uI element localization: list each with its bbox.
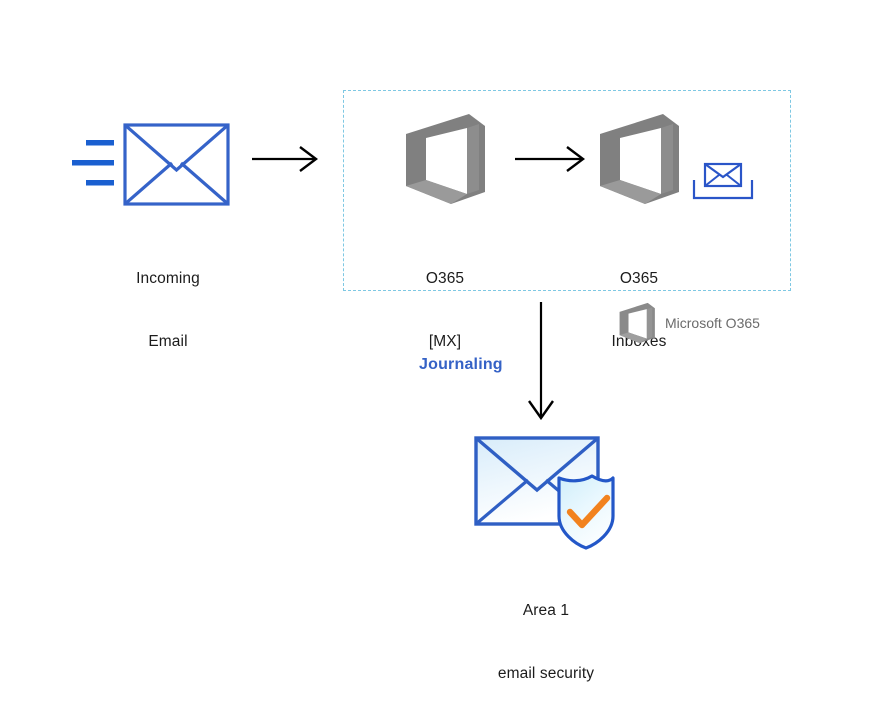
arrow-incoming-to-o365mx [252, 145, 320, 173]
legend-microsoft-o365: Microsoft O365 [618, 302, 760, 344]
area1-label-line1: Area 1 [522, 602, 570, 619]
incoming-email-label-line2: Email [148, 333, 188, 350]
o365-inboxes-label-line1: O365 [619, 270, 659, 287]
o365-inboxes-node [598, 112, 680, 206]
envelope-shield-check-icon [474, 436, 615, 550]
incoming-email-node [72, 118, 232, 210]
office-365-portal-icon [406, 114, 485, 204]
arrow-o365mx-to-inboxes [515, 145, 587, 173]
o365-mx-label-line2: [MX] [428, 333, 462, 350]
inbox-tray-envelope-icon [692, 160, 754, 202]
o365-mx-label-line1: O365 [425, 270, 465, 287]
o365-mx-node [404, 112, 486, 206]
diagram-canvas: Incoming Email O365 [MX] [72, 90, 791, 682]
incoming-email-label-line1: Incoming [136, 270, 200, 287]
envelope-with-speed-lines-icon [72, 123, 230, 206]
office-365-portal-icon [600, 114, 679, 204]
o365-dashed-boundary [343, 90, 791, 291]
journaling-label: Journaling [419, 356, 503, 373]
area1-node [470, 432, 635, 550]
legend-label: Microsoft O365 [665, 315, 760, 331]
area1-label-line2: email security [497, 665, 595, 682]
office-365-portal-icon [619, 302, 655, 344]
o365-mx-label: O365 [MX] [365, 226, 525, 394]
incoming-email-label: Incoming Email [88, 226, 248, 394]
area1-label: Area 1 email security [463, 558, 629, 726]
arrow-journaling-down [524, 302, 558, 422]
